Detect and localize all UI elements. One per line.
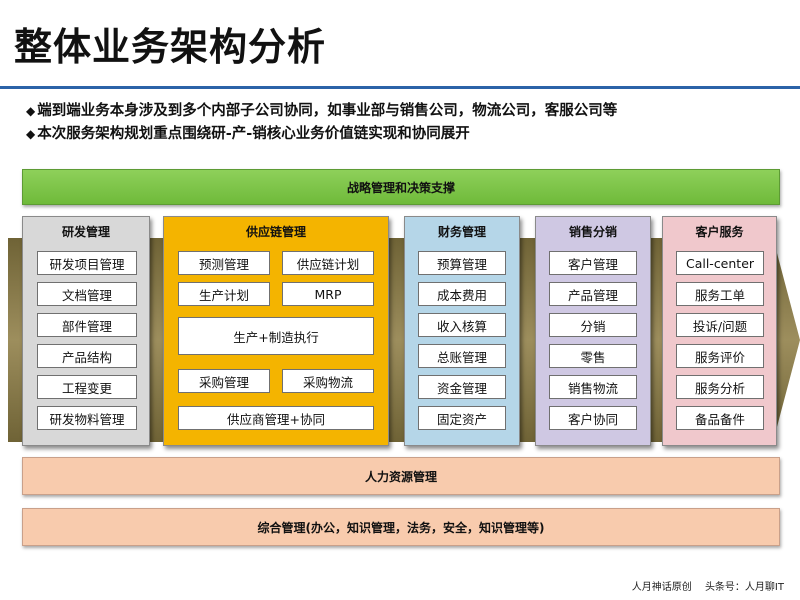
sales-item[interactable]: 产品管理 bbox=[549, 282, 637, 306]
rd-item[interactable]: 文档管理 bbox=[37, 282, 137, 306]
customer-service-item[interactable]: 服务评价 bbox=[676, 344, 764, 368]
finance-item[interactable]: 收入核算 bbox=[418, 313, 506, 337]
finance-item[interactable]: 成本费用 bbox=[418, 282, 506, 306]
supply-chain-item[interactable]: 采购管理 bbox=[178, 369, 270, 393]
customer-service-item[interactable]: Call-center bbox=[676, 251, 764, 275]
sales-item[interactable]: 零售 bbox=[549, 344, 637, 368]
customer-service-item[interactable]: 备品备件 bbox=[676, 406, 764, 430]
footer-credit: 人月神话原创 头条号：人月聊IT bbox=[622, 578, 784, 593]
diamond-bullet-icon: ◆ bbox=[26, 127, 36, 141]
column-finance-management: 财务管理 预算管理 成本费用 收入核算 总账管理 资金管理 固定资产 bbox=[404, 216, 520, 446]
finance-item[interactable]: 预算管理 bbox=[418, 251, 506, 275]
page-title: 整体业务架构分析 bbox=[14, 25, 327, 69]
rd-item[interactable]: 研发项目管理 bbox=[37, 251, 137, 275]
footer-account: 头条号：人月聊IT bbox=[704, 582, 784, 593]
column-sales-distribution: 销售分销 客户管理 产品管理 分销 零售 销售物流 客户协同 bbox=[535, 216, 651, 446]
customer-service-item[interactable]: 服务工单 bbox=[676, 282, 764, 306]
column-title: 财务管理 bbox=[437, 225, 486, 239]
customer-service-item[interactable]: 服务分析 bbox=[676, 375, 764, 399]
finance-item[interactable]: 资金管理 bbox=[418, 375, 506, 399]
supply-chain-item[interactable]: 供应商管理+协同 bbox=[178, 406, 374, 430]
sales-item[interactable]: 销售物流 bbox=[549, 375, 637, 399]
sales-item[interactable]: 客户管理 bbox=[549, 251, 637, 275]
bullet-text: 端到端业务本身涉及到多个内部子公司协同，如事业部与销售公司，物流公司，客服公司等 bbox=[37, 103, 618, 119]
column-title: 研发管理 bbox=[61, 225, 110, 239]
strategy-band[interactable]: 战略管理和决策支撑 bbox=[22, 169, 780, 205]
supply-chain-item[interactable]: 预测管理 bbox=[178, 251, 270, 275]
supply-chain-item[interactable]: 生产+制造执行 bbox=[178, 317, 374, 355]
rd-item[interactable]: 工程变更 bbox=[37, 375, 137, 399]
column-title: 供应链管理 bbox=[245, 225, 306, 239]
sales-item[interactable]: 客户协同 bbox=[549, 406, 637, 430]
bullet-item: ◆本次服务架构规划重点围绕研-产-销核心业务价值链实现和协同展开 bbox=[26, 123, 617, 146]
rd-item[interactable]: 研发物料管理 bbox=[37, 406, 137, 430]
general-management-band[interactable]: 综合管理(办公，知识管理，法务，安全，知识管理等) bbox=[22, 508, 780, 546]
customer-service-item[interactable]: 投诉/问题 bbox=[676, 313, 764, 337]
diamond-bullet-icon: ◆ bbox=[26, 104, 36, 118]
supply-chain-item[interactable]: MRP bbox=[282, 282, 374, 306]
supply-chain-item[interactable]: 采购物流 bbox=[282, 369, 374, 393]
bullet-item: ◆端到端业务本身涉及到多个内部子公司协同，如事业部与销售公司，物流公司，客服公司… bbox=[26, 100, 617, 123]
finance-item[interactable]: 总账管理 bbox=[418, 344, 506, 368]
finance-item[interactable]: 固定资产 bbox=[418, 406, 506, 430]
footer-source: 人月神话原创 bbox=[631, 582, 692, 593]
column-title: 客户服务 bbox=[695, 225, 744, 239]
supply-chain-item[interactable]: 生产计划 bbox=[178, 282, 270, 306]
column-rd-management: 研发管理 研发项目管理 文档管理 部件管理 产品结构 工程变更 研发物料管理 bbox=[22, 216, 150, 446]
column-customer-service: 客户服务 Call-center 服务工单 投诉/问题 服务评价 服务分析 备品… bbox=[662, 216, 777, 446]
rd-item[interactable]: 产品结构 bbox=[37, 344, 137, 368]
sales-item[interactable]: 分销 bbox=[549, 313, 637, 337]
column-title: 销售分销 bbox=[568, 225, 617, 239]
supply-chain-item[interactable]: 供应链计划 bbox=[282, 251, 374, 275]
hr-management-band[interactable]: 人力资源管理 bbox=[22, 457, 780, 495]
title-divider bbox=[0, 86, 800, 89]
bullet-text: 本次服务架构规划重点围绕研-产-销核心业务价值链实现和协同展开 bbox=[37, 126, 470, 142]
bullet-list: ◆端到端业务本身涉及到多个内部子公司协同，如事业部与销售公司，物流公司，客服公司… bbox=[26, 100, 617, 146]
rd-item[interactable]: 部件管理 bbox=[37, 313, 137, 337]
column-supply-chain-management: 供应链管理 预测管理 供应链计划 生产计划 MRP 生产+制造执行 采购管理 采… bbox=[163, 216, 389, 446]
